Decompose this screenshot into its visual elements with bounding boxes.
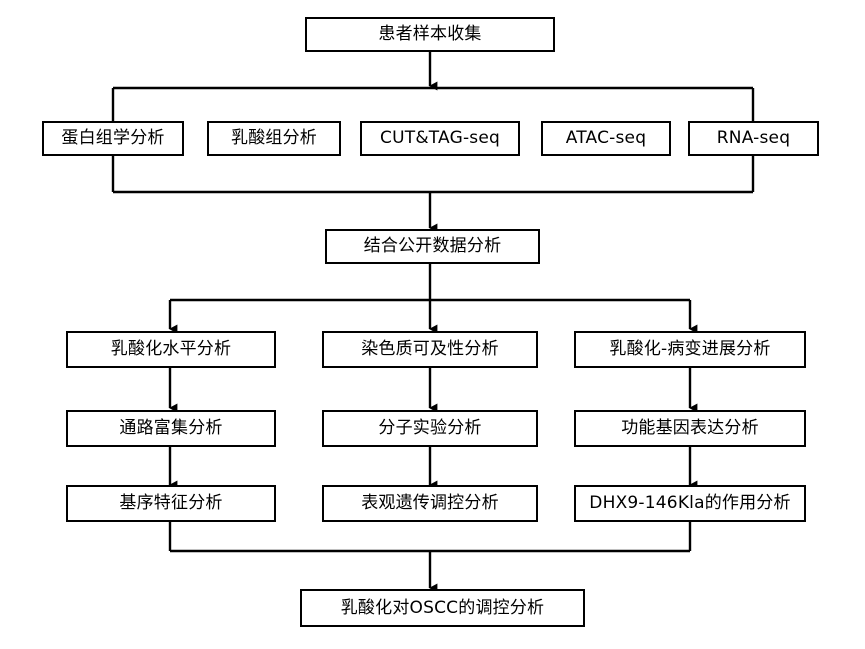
node-label: 表观遗传调控分析 [361, 493, 499, 513]
node-atac-seq[interactable]: ATAC-seq [541, 121, 671, 156]
node-label: 患者样本收集 [378, 24, 482, 44]
node-rna-seq[interactable]: RNA-seq [688, 121, 819, 156]
node-label: DHX9-146Kla的作用分析 [589, 493, 791, 513]
node-epigenetic-regulation-analysis[interactable]: 表观遗传调控分析 [322, 485, 538, 522]
node-label: 蛋白组学分析 [61, 128, 165, 148]
node-label: 乳酸化对OSCC的调控分析 [340, 597, 545, 618]
node-label: 乳酸化-病变进展分析 [609, 339, 771, 359]
node-chromatin-accessibility-analysis[interactable]: 染色质可及性分析 [322, 331, 538, 368]
node-label: 乳酸组分析 [231, 128, 317, 148]
node-label: 分子实验分析 [378, 418, 482, 438]
node-cut-and-tag-seq[interactable]: CUT&TAG-seq [360, 121, 520, 156]
node-motif-feature-analysis[interactable]: 基序特征分析 [66, 485, 276, 522]
node-proteomics-analysis[interactable]: 蛋白组学分析 [42, 121, 184, 156]
node-label: 功能基因表达分析 [621, 418, 759, 438]
node-label: 基序特征分析 [119, 493, 223, 513]
node-label: 染色质可及性分析 [361, 339, 499, 359]
node-public-data-integration-analysis[interactable]: 结合公开数据分析 [325, 229, 540, 264]
node-label: 结合公开数据分析 [363, 236, 502, 256]
node-label: RNA-seq [716, 128, 791, 148]
node-label: CUT&TAG-seq [380, 128, 500, 148]
node-patient-sample-collection[interactable]: 患者样本收集 [305, 17, 555, 52]
node-label: 乳酸化水平分析 [110, 339, 232, 359]
node-label: ATAC-seq [565, 128, 647, 148]
node-lactylation-lesion-progression-analysis[interactable]: 乳酸化-病变进展分析 [574, 331, 806, 368]
node-dhx9-146kla-role-analysis[interactable]: DHX9-146Kla的作用分析 [574, 485, 806, 522]
node-lactate-omics-analysis[interactable]: 乳酸组分析 [207, 121, 341, 156]
node-molecular-experiment-analysis[interactable]: 分子实验分析 [322, 410, 538, 447]
node-functional-gene-expression-analysis[interactable]: 功能基因表达分析 [574, 410, 806, 447]
node-label: 通路富集分析 [119, 418, 223, 438]
node-lactylation-level-analysis[interactable]: 乳酸化水平分析 [66, 331, 276, 368]
node-lactylation-oscc-regulation-analysis[interactable]: 乳酸化对OSCC的调控分析 [300, 589, 585, 627]
node-pathway-enrichment-analysis[interactable]: 通路富集分析 [66, 410, 276, 447]
